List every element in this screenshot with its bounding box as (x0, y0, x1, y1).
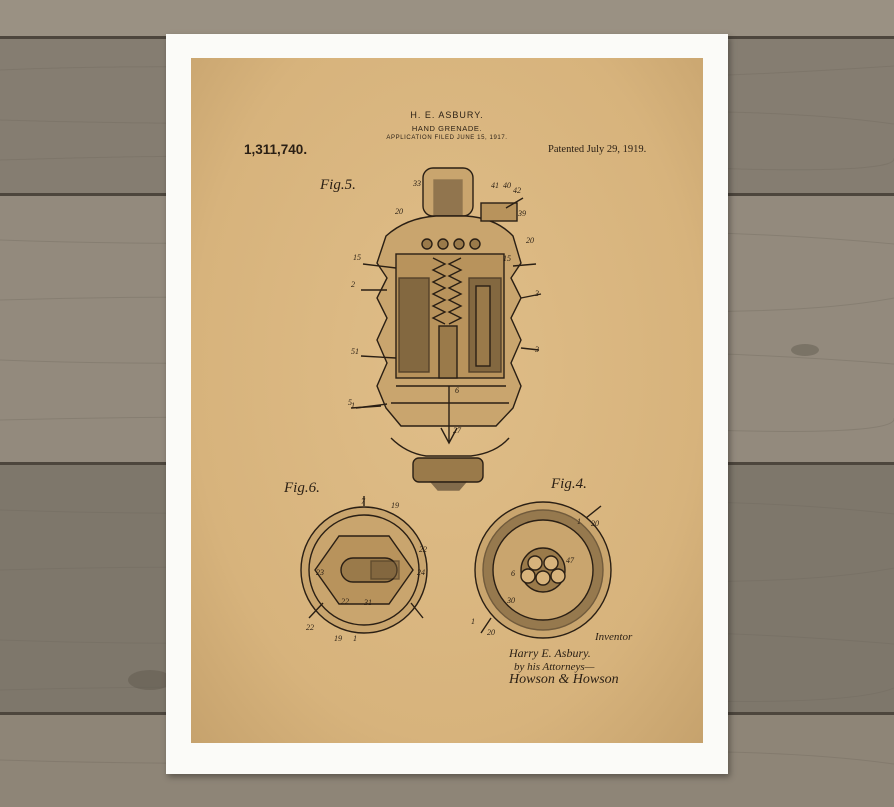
patent-print: H. E. ASBURY. HAND GRENADE. APPLICATION … (191, 58, 703, 743)
svg-text:31: 31 (363, 598, 372, 607)
svg-text:22: 22 (306, 623, 314, 632)
fig4-section-view (474, 501, 612, 639)
svg-text:20: 20 (591, 519, 599, 528)
svg-text:15: 15 (353, 253, 361, 262)
svg-text:1: 1 (351, 401, 355, 410)
svg-text:39: 39 (517, 209, 526, 218)
inventor-signature: Harry E. Asbury. (509, 646, 591, 660)
svg-text:5: 5 (348, 398, 352, 407)
svg-text:19: 19 (391, 501, 399, 510)
svg-text:23: 23 (316, 568, 324, 577)
svg-text:2: 2 (351, 280, 355, 289)
svg-text:15: 15 (503, 254, 511, 263)
svg-text:20: 20 (487, 628, 495, 637)
svg-text:24: 24 (417, 568, 425, 577)
svg-text:33: 33 (412, 179, 421, 188)
inventor-header: H. E. ASBURY. (410, 110, 484, 120)
svg-text:22: 22 (419, 545, 427, 554)
svg-text:47: 47 (566, 556, 575, 565)
svg-text:1: 1 (577, 517, 581, 526)
svg-text:22: 22 (341, 597, 349, 606)
svg-text:19: 19 (334, 634, 342, 643)
svg-text:1: 1 (471, 617, 475, 626)
svg-text:7: 7 (361, 497, 366, 506)
fig4-label: Fig.4. (551, 476, 587, 492)
application-filed-date: APPLICATION FILED JUNE 15, 1917. (386, 135, 508, 141)
svg-text:6: 6 (455, 386, 459, 395)
svg-text:27: 27 (453, 426, 462, 435)
svg-text:6: 6 (511, 569, 515, 578)
fig6-label: Fig.6. (284, 480, 320, 496)
svg-text:51: 51 (351, 347, 359, 356)
svg-text:20: 20 (395, 207, 403, 216)
svg-text:41: 41 (491, 181, 499, 190)
svg-text:40: 40 (503, 181, 511, 190)
fig5-label: Fig.5. (320, 177, 356, 193)
svg-text:3: 3 (534, 289, 539, 298)
fig6-bottom-view (300, 496, 428, 634)
attorneys-signature: Howson & Howson (509, 672, 619, 687)
svg-text:20: 20 (526, 236, 534, 245)
fig5-grenade-section (350, 167, 542, 491)
patent-number: 1,311,740. (244, 142, 308, 157)
inventor-label: Inventor (595, 631, 633, 643)
invention-title: HAND GRENADE. (411, 124, 483, 133)
svg-text:3: 3 (534, 345, 539, 354)
patent-date: Patented July 29, 1919. (548, 144, 647, 155)
svg-text:42: 42 (513, 186, 521, 195)
svg-text:30: 30 (506, 596, 515, 605)
wood-plank (0, 0, 894, 36)
svg-text:1: 1 (353, 634, 357, 643)
attorneys-label: by his Attorneys— (514, 661, 595, 673)
